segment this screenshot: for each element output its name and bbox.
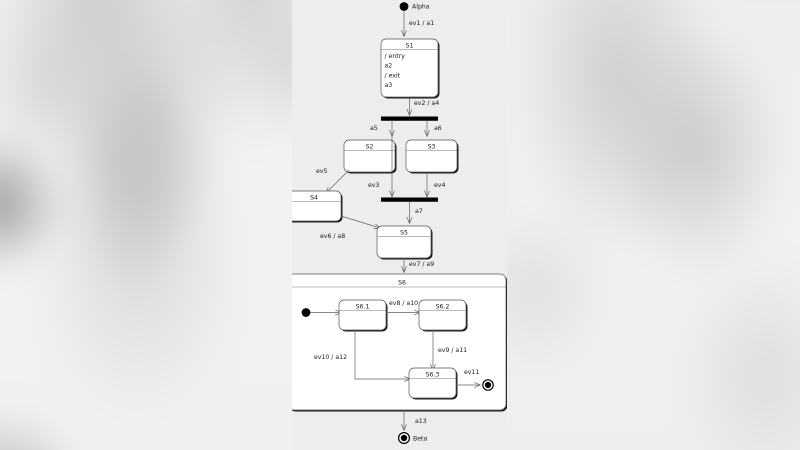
state-s61[interactable]: S6.1 [338, 299, 388, 332]
transition-fork-to-s2[interactable]: a5 [370, 120, 392, 136]
transition-label: ev11 [464, 369, 479, 376]
transition-label: a6 [434, 125, 442, 132]
state-action-exit: / exit [385, 72, 401, 79]
transition-label: ev1 / a1 [409, 20, 434, 27]
transition-label: a5 [370, 125, 378, 132]
state-body [343, 139, 396, 173]
state-body [292, 273, 507, 411]
transition-s63-to-inner-final[interactable]: ev11 [456, 369, 480, 385]
transition-fork-to-s3[interactable]: a6 [427, 120, 442, 136]
transition-label: ev2 / a4 [414, 100, 439, 107]
transition-join-to-s5[interactable]: a7 [410, 201, 423, 223]
state-body [380, 38, 439, 98]
inner-final-state[interactable] [482, 379, 494, 391]
state-body [418, 299, 467, 331]
blur-layer-left [0, 0, 292, 450]
transition-start-to-s1[interactable]: ev1 / a1 [404, 11, 434, 37]
transition-s4-to-s5[interactable]: ev6 / a8 [320, 215, 380, 240]
transition-s61-to-s63[interactable]: ev10 / a12 [314, 330, 410, 379]
state-action-entry: / entry [385, 53, 406, 60]
final-state-label: Beta [413, 435, 427, 442]
state-name: S1 [406, 42, 414, 49]
state-body [338, 299, 387, 331]
transition-s61-to-s62[interactable]: ev8 / a10 [386, 300, 420, 313]
state-name: S6.3 [426, 371, 440, 378]
inner-initial-state-icon[interactable] [301, 308, 311, 317]
initial-state-label: Alpha [412, 4, 430, 11]
transition-s62-to-s63[interactable]: ev9 / a11 [433, 330, 467, 370]
state-diagram-canvas[interactable]: Alpha ev1 / a1 S1 / entry a2 / exit a3 [292, 0, 507, 450]
final-state-inner-dot [400, 434, 408, 442]
transition-label: ev9 / a11 [438, 347, 467, 354]
state-action-a3: a3 [385, 82, 393, 89]
transition-label: a13 [415, 418, 427, 425]
desktop-backdrop-left [0, 0, 292, 450]
state-action-a2: a2 [385, 63, 393, 70]
transition-label: ev3 [368, 182, 379, 189]
state-s3[interactable]: S3 [405, 139, 459, 174]
state-body [292, 190, 342, 222]
state-s63[interactable]: S6.3 [408, 367, 458, 400]
transition-s3-to-join[interactable]: ev4 [427, 172, 445, 197]
desktop-backdrop-right [507, 0, 800, 450]
state-body [376, 225, 432, 259]
state-name: S4 [310, 194, 318, 201]
state-body [408, 367, 457, 399]
state-name: S6 [398, 279, 406, 286]
transition-s2-to-s4[interactable]: ev5 [316, 168, 350, 193]
join-bar[interactable] [381, 197, 438, 202]
initial-state-icon [399, 2, 409, 11]
state-s5[interactable]: S5 [376, 225, 433, 260]
final-state-beta[interactable]: Beta [397, 432, 428, 445]
transition-label: ev5 [316, 168, 327, 175]
state-s62[interactable]: S6.2 [418, 299, 468, 332]
state-s1[interactable]: S1 / entry a2 / exit a3 [380, 38, 440, 99]
state-s2[interactable]: S2 [343, 139, 397, 174]
state-name: S6.1 [356, 303, 370, 310]
final-state-inner-dot [484, 381, 492, 389]
state-name: S2 [366, 143, 374, 150]
transition-s5-to-s6[interactable]: ev7 / a9 [404, 258, 434, 272]
transition-label: ev6 / a8 [320, 233, 345, 240]
transition-label: ev7 / a9 [409, 261, 434, 268]
state-name: S5 [400, 229, 408, 236]
transition-s2-to-join[interactable]: ev3 [368, 136, 392, 197]
initial-state-alpha[interactable]: Alpha [399, 2, 430, 11]
transition-label: ev4 [434, 182, 445, 189]
transition-label: a7 [415, 208, 423, 215]
blur-layer-right [507, 0, 800, 450]
transition-label: ev8 / a10 [389, 300, 418, 307]
state-s4[interactable]: S4 [292, 190, 343, 223]
state-body [405, 139, 458, 173]
composite-state-s6[interactable]: S6 S6.1 ev8 / a10 [292, 273, 507, 412]
transition-s1-to-fork[interactable]: ev2 / a4 [410, 98, 440, 115]
transition-label: ev10 / a12 [314, 354, 347, 361]
fork-bar[interactable] [381, 116, 438, 121]
state-name: S3 [428, 143, 436, 150]
state-name: S6.2 [436, 303, 450, 310]
transition-s6-to-final[interactable]: a13 [404, 410, 427, 430]
